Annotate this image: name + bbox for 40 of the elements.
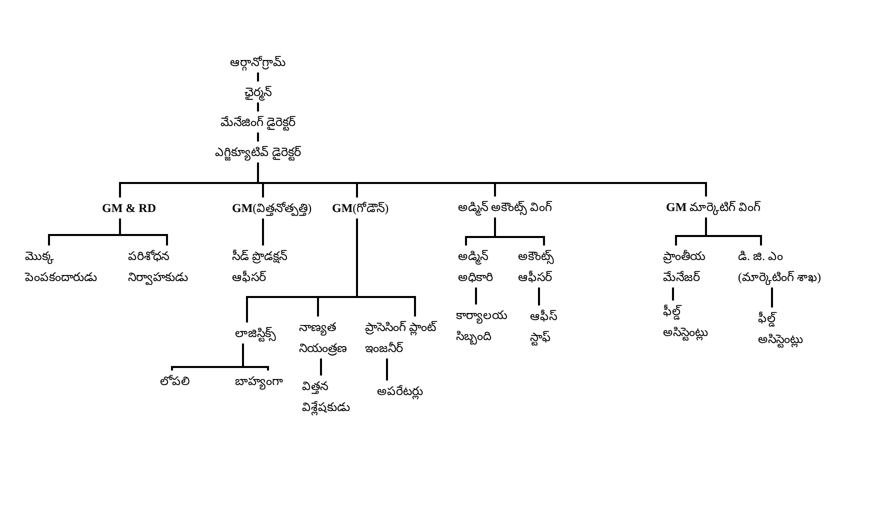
role-label: మొక్క పెంపకందారుడు [25, 246, 98, 288]
role-label: ప్రాంతీయ మేనేజర్ [663, 246, 706, 288]
connector-line [475, 288, 477, 304]
role-label: అడ్మిన్ అకౌంట్స్ వింగ్ [458, 196, 552, 218]
connector-line [320, 358, 322, 376]
chart-heading: ఆర్గానోగ్రామ్ [230, 52, 286, 72]
role-label: అడ్మిన్ అధికారి [458, 246, 494, 288]
role-label: GM(గోడౌన్) [332, 198, 389, 218]
role-label: లాజిస్టిక్స్ [235, 322, 276, 344]
connector-line [672, 288, 674, 300]
role-label: లోపలి [160, 370, 190, 392]
role-label: ఎగ్జిక్యూటివ్ డైరెక్టర్ [215, 142, 301, 162]
role-label: బాహ్యంగా [235, 370, 283, 392]
role-label: నాణ్యత నియంత్రణ [299, 316, 348, 358]
connector-line [119, 218, 168, 246]
connector-line [257, 72, 259, 82]
connector-line [257, 102, 259, 112]
role-label: అపరేటర్లు [377, 380, 423, 402]
role-label: ఆఫీస్ స్టాఫ్ [530, 306, 558, 348]
role-label: GM & RD [102, 198, 156, 218]
connector-line [771, 288, 773, 308]
role-label: ఛైర్మన్ [244, 82, 272, 102]
role-label: అకౌంట్స్ ఆఫీసర్ [518, 246, 555, 288]
role-label: మేనేజింగ్ డైరెక్టర్ [220, 112, 296, 132]
connector-line [494, 218, 545, 246]
role-label: ఫీల్డ్ అసిస్టెంట్లు [758, 308, 804, 350]
role-label: విత్తన విశ్లేషకుడు [302, 376, 351, 418]
role-label: GM మార్కెటిగ్ వింగ్ [666, 196, 761, 218]
connector-line [257, 132, 259, 142]
role-label: ప్రాసెసింగ్ ప్లాంట్ ఇంజనీర్ [365, 316, 437, 358]
role-label: డి. జి. ఎం (మార్కెటింగ్ శాఖ) [738, 246, 822, 288]
role-label: GM(విత్తనోత్పత్తి) [232, 198, 312, 218]
role-label: కార్యాలయ సిబ్బంది [456, 304, 508, 346]
connector-line [386, 358, 388, 380]
role-label: ఫీల్డ్ అసిస్టెంట్లు [663, 300, 709, 342]
connector-line [538, 288, 540, 306]
connector-line [705, 218, 762, 246]
connector-line [262, 218, 264, 246]
role-label: పరిశోధన నిర్వాహకుడు [128, 246, 189, 288]
role-label: సీడ్ ప్రొడక్షన్ ఆఫీసర్ [232, 246, 288, 288]
